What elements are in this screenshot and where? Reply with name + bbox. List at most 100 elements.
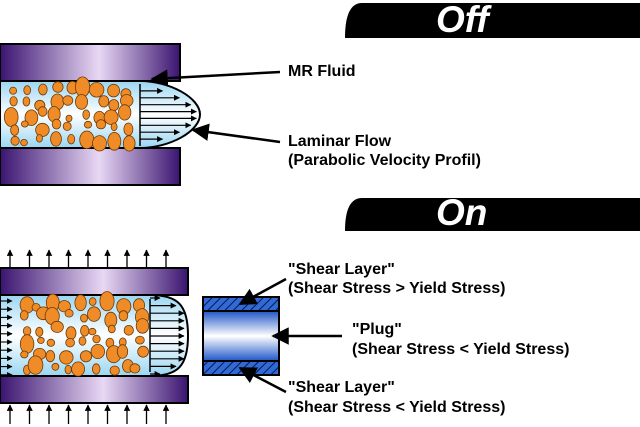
mr-particle (24, 109, 39, 126)
mr-particle (135, 335, 145, 345)
mr-particle (19, 296, 35, 314)
mr-particle (51, 362, 60, 371)
mr-particle (9, 86, 18, 95)
on-inflow-arrows (0, 298, 13, 378)
mr-particle (88, 327, 97, 336)
mr-particle (123, 122, 134, 136)
mr-particle (62, 121, 72, 131)
mr-particle (19, 310, 29, 321)
mr-particle (22, 96, 31, 107)
off-mr-particles (3, 76, 136, 152)
shear-layer-bottom-sublabel: (Shear Stress < Yield Stress) (288, 399, 506, 416)
mr-particle (95, 119, 107, 130)
mr-particle (64, 364, 72, 375)
mr-particle (79, 350, 93, 363)
mr-particle (62, 95, 74, 106)
plug-label: "Plug" (352, 321, 402, 338)
mr-particle (75, 94, 89, 110)
plug-block (202, 310, 280, 362)
mr-particle (50, 320, 64, 333)
mr-particle (137, 345, 149, 358)
mr-particle (92, 135, 107, 152)
mr-particle (35, 134, 43, 143)
mr-particle (67, 133, 76, 145)
mr-particle (9, 96, 18, 107)
mr-particle (10, 124, 20, 136)
mr-particle (129, 363, 141, 374)
mr-particle (64, 309, 74, 318)
mr-particle (122, 135, 136, 152)
off-banner (345, 3, 640, 38)
on-mr-particles (19, 291, 150, 377)
shear-layer-bottom-pointer (238, 366, 287, 394)
mr-particle (3, 107, 19, 127)
mr-particle (78, 336, 87, 346)
mr-particle (52, 81, 64, 93)
mr-particle (110, 122, 118, 132)
mr-particle (71, 361, 85, 377)
mr-particle (37, 336, 45, 344)
off-state-label: Off (436, 0, 489, 40)
mr-particle (99, 291, 115, 312)
mr-particle (57, 300, 71, 313)
on-field-arrows-top (6, 249, 170, 268)
mr-particle (65, 326, 77, 340)
off-velocity-arrows (140, 87, 197, 143)
mr-particle (79, 130, 95, 150)
mr-particle (65, 114, 73, 123)
mr-particle (108, 99, 120, 112)
mr-particle (10, 135, 20, 146)
mr-particle (92, 334, 101, 344)
mr-particle (103, 109, 119, 125)
off-bottom-plate (0, 147, 181, 186)
on-state-label: On (436, 192, 488, 233)
on-bottom-plate (0, 375, 189, 404)
mr-particle (20, 120, 29, 128)
mr-particle (19, 334, 35, 354)
mr-particle (74, 294, 87, 312)
off-top-plate (0, 43, 181, 82)
mr-fluid-pointer (150, 69, 281, 87)
mr-particle (38, 83, 48, 96)
mr-particle (35, 326, 44, 337)
mr-particle (65, 338, 75, 348)
mr-particle (82, 109, 90, 120)
mr-particle (75, 76, 91, 98)
mr-particle (80, 313, 88, 323)
mr-particle (107, 324, 116, 334)
mr-particle (123, 324, 134, 336)
mr-particle (107, 83, 120, 98)
mr-fluid-label: MR Fluid (288, 63, 356, 80)
mr-particle (118, 104, 132, 121)
mr-particle (23, 85, 32, 96)
on-velocity-arrows (150, 295, 185, 377)
mr-particle (91, 363, 101, 375)
laminar-flow-sublabel: (Parabolic Velocity Profil) (288, 152, 481, 169)
mr-particle (98, 95, 110, 108)
mr-particle (109, 365, 120, 376)
mr-particle (20, 139, 28, 147)
mr-particle (88, 297, 97, 306)
mr-particle (90, 343, 106, 359)
on-top-plate (0, 267, 189, 296)
mr-particle (37, 106, 48, 117)
mr-particle (46, 338, 56, 347)
laminar-flow-label: Laminar Flow (288, 133, 392, 150)
on-banner (345, 198, 640, 231)
mr-particle (135, 318, 150, 334)
mr-particle (80, 324, 90, 337)
shear-layer-top-label: "Shear Layer" (288, 261, 395, 278)
mr-particle (50, 131, 62, 147)
mr-particle (45, 349, 56, 363)
mr-particle (107, 132, 122, 151)
laminar-flow-pointer (191, 123, 281, 144)
mr-particle (59, 350, 74, 365)
shear-layer-top-sublabel: (Shear Stress > Yield Stress) (288, 280, 506, 297)
mr-particle (20, 350, 29, 359)
plug-sublabel: (Shear Stress < Yield Stress) (352, 341, 570, 358)
mr-particle (27, 355, 44, 375)
on-field-arrows-bottom (6, 404, 170, 424)
mr-particle (116, 344, 129, 359)
mr-particle (83, 120, 93, 129)
mr-particle (118, 310, 129, 322)
